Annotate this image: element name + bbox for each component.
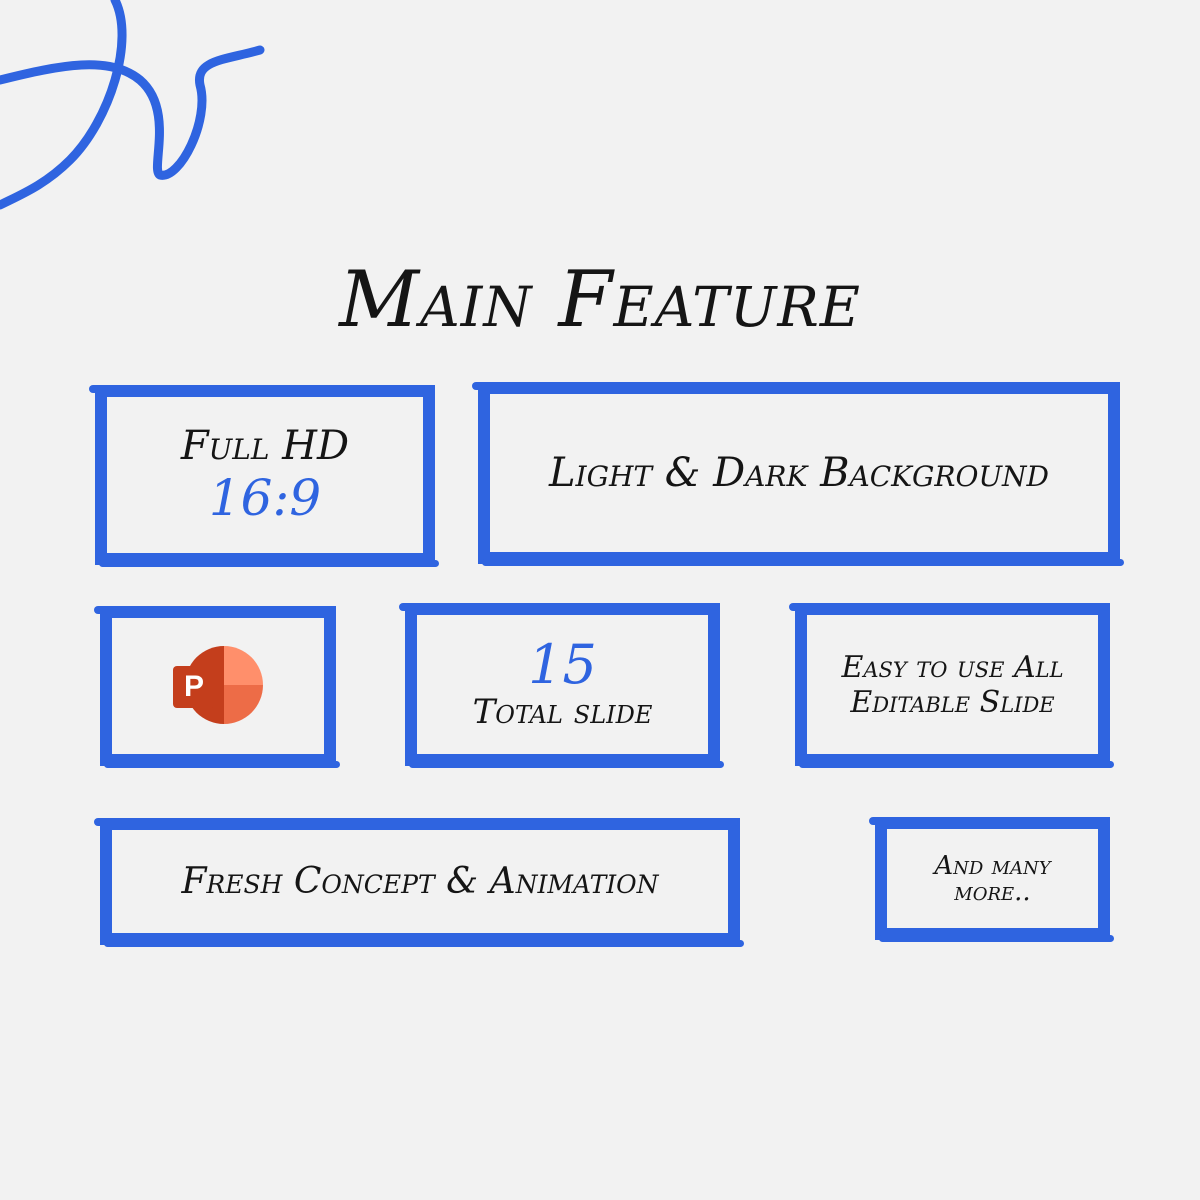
feature-full-hd: Full HD 16:9	[89, 385, 439, 567]
editable-line2: Editable Slide	[850, 684, 1055, 720]
decorative-swirl	[0, 0, 265, 210]
feature-concept: Fresh Concept & Animation	[94, 818, 744, 947]
more-line1: And many	[934, 850, 1051, 881]
background-label: Light & Dark Background	[548, 450, 1050, 496]
aspect-ratio: 16:9	[208, 469, 322, 527]
editable-line1: Easy to use All	[841, 649, 1064, 685]
more-line2: more..	[954, 876, 1031, 907]
powerpoint-icon: P	[173, 646, 263, 726]
feature-editable: Easy to use All Editable Slide	[789, 603, 1114, 768]
concept-label: Fresh Concept & Animation	[181, 861, 659, 902]
feature-more: And many more..	[869, 817, 1114, 942]
slide-count-label: Total slide	[472, 691, 653, 732]
full-hd-label: Full HD	[180, 423, 350, 469]
feature-powerpoint: P	[94, 606, 340, 768]
feature-slide-count: 15 Total slide	[399, 603, 724, 768]
feature-background: Light & Dark Background	[472, 382, 1124, 566]
slide-count: 15	[528, 632, 597, 696]
page-title: Main Feature	[339, 255, 861, 345]
